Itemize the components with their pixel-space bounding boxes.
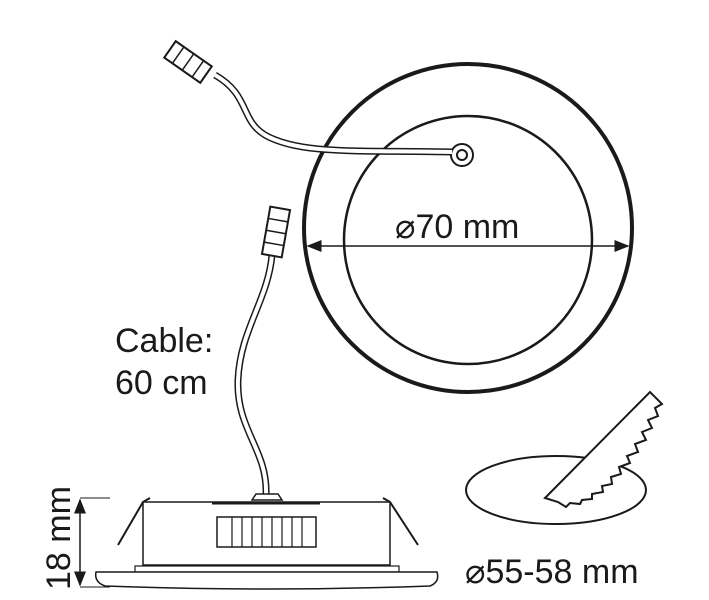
side-view-fixture bbox=[74, 493, 439, 590]
height-label: 18 mm bbox=[40, 486, 78, 590]
saw-icon bbox=[543, 390, 664, 509]
connector-icon bbox=[260, 205, 292, 259]
cable-top bbox=[162, 39, 453, 156]
cable-side bbox=[234, 205, 292, 496]
cable-label-line1: Cable: bbox=[115, 322, 213, 360]
cable-label-line2: 60 cm bbox=[115, 364, 208, 402]
cutout-label: ⌀55-58 mm bbox=[465, 553, 639, 591]
connector-icon bbox=[162, 39, 214, 85]
diameter-label: ⌀70 mm bbox=[395, 208, 519, 246]
cutout-saw-illustration bbox=[465, 390, 664, 525]
top-view-ring bbox=[302, 62, 634, 394]
